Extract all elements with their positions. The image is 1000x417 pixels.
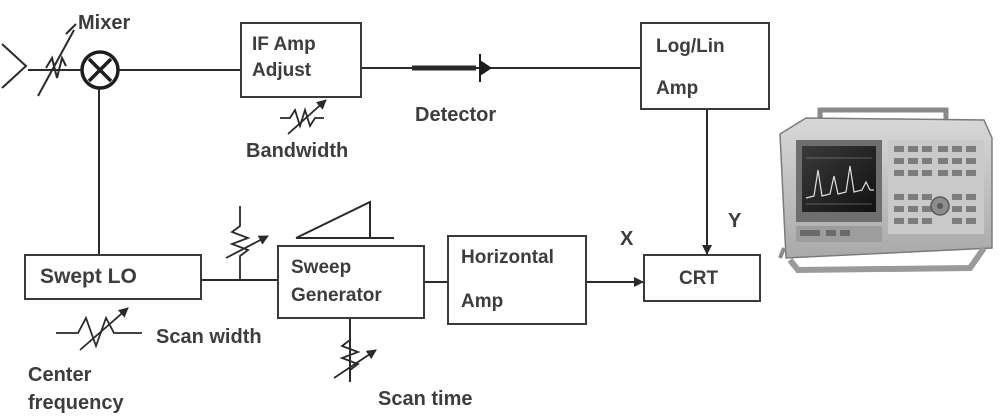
- center-frequency-label-line2: frequency: [28, 392, 124, 414]
- spectrum-analyzer-photo: [770, 98, 1000, 274]
- center-frequency-label-line1: Center: [28, 364, 92, 386]
- sawtooth-waveform-icon: [295, 200, 394, 239]
- log-lin-line2: Amp: [656, 78, 699, 99]
- crt-label: CRT: [679, 268, 719, 289]
- horizontal-amp-block: Horizontal Amp: [447, 235, 587, 325]
- x-axis-label: X: [620, 228, 634, 250]
- if-amp-block: IF Amp Adjust: [240, 22, 362, 98]
- bandwidth-resistor-icon: [280, 99, 327, 135]
- mixer-variable-icon: [37, 23, 77, 97]
- input-antenna-icon: [1, 43, 28, 89]
- log-lin-amp-block: Log/Lin Amp: [640, 22, 770, 110]
- if-amp-line2: Adjust: [252, 60, 312, 81]
- sweep-generator-block: Sweep Generator: [277, 245, 425, 319]
- log-lin-line1: Log/Lin: [656, 36, 725, 57]
- swept-lo-label: Swept LO: [40, 265, 137, 288]
- scan-width-resistor-icon: [56, 307, 142, 351]
- scan-width-label: Scan width: [156, 326, 262, 348]
- horizontal-line1: Horizontal: [461, 247, 554, 268]
- scan-time-resistor-icon: [333, 339, 377, 379]
- mixer-icon: [80, 50, 120, 90]
- detector-label: Detector: [415, 104, 497, 126]
- sweep-gen-line2: Generator: [291, 285, 382, 306]
- detector-diode-icon: [479, 54, 492, 82]
- swept-lo-block: Swept LO: [24, 254, 202, 300]
- mixer-label: Mixer: [78, 12, 131, 34]
- if-amp-line1: IF Amp: [252, 34, 316, 55]
- sweep-gen-line1: Sweep: [291, 257, 352, 278]
- sweep-resistor-icon: [225, 206, 269, 280]
- y-axis-label: Y: [728, 210, 742, 232]
- bandwidth-label: Bandwidth: [246, 140, 349, 162]
- crt-block: CRT: [643, 254, 761, 302]
- scan-time-label: Scan time: [378, 388, 473, 410]
- horizontal-line2: Amp: [461, 291, 504, 312]
